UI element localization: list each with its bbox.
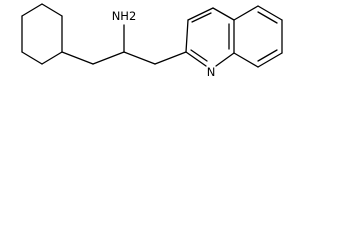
quinoline-benzene-ring [233,5,283,68]
bond [257,49,278,62]
ring-nitrogen-label: N [207,65,216,79]
bond [212,7,235,21]
bond [190,49,208,62]
quinoline-pyridine-ring [185,7,235,67]
bond [61,51,94,65]
bond [187,7,214,21]
bond [154,51,187,65]
bond [233,52,259,68]
bond [257,11,278,24]
cyclohexane-ring [21,3,63,65]
bond [233,5,259,21]
bond [41,51,63,65]
bond [21,3,43,17]
bond [191,12,212,23]
bond [185,51,207,67]
bond [257,52,283,68]
amine-label: NH2 [112,9,137,23]
bond [123,51,156,65]
aliphatic-chain [61,24,156,65]
bond [215,52,235,67]
bond [21,51,43,65]
bond [41,3,63,17]
bond [185,19,189,53]
bond [257,5,283,21]
bond [92,51,125,65]
structural-formula: NH2 N [21,3,283,79]
